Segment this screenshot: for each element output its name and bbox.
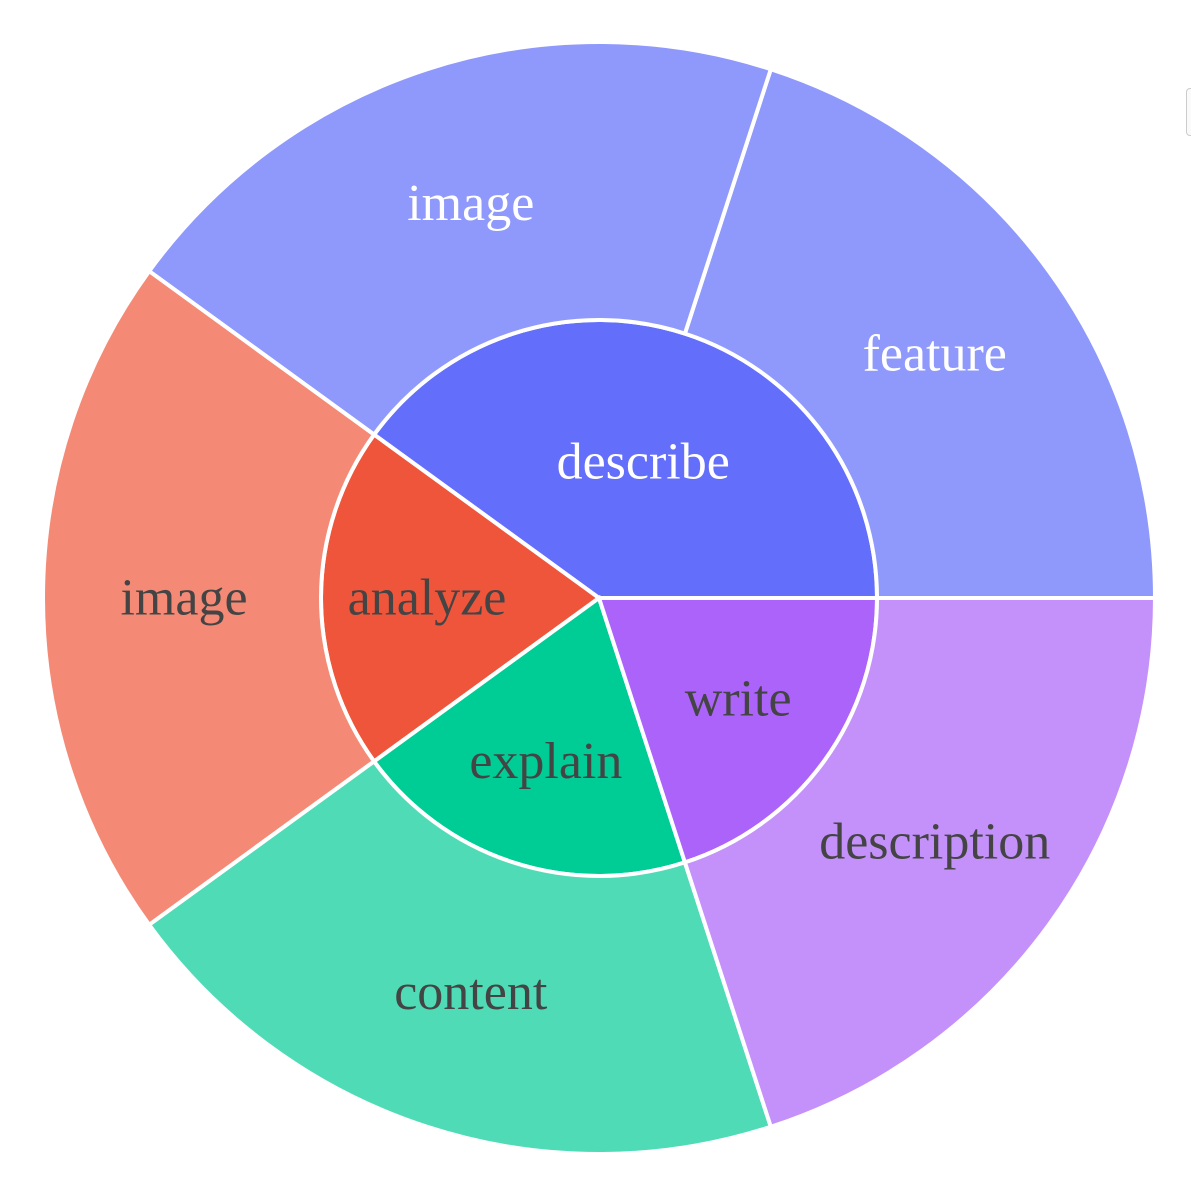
sector-label: explain: [469, 733, 622, 790]
sector-label: image: [407, 175, 534, 232]
sector-shape[interactable]: [682, 596, 1158, 1130]
sector-label: image: [120, 570, 247, 627]
sector-explain-content[interactable]: content: [146, 758, 774, 1157]
sector-analyze-image[interactable]: image: [41, 268, 377, 928]
sector-shape[interactable]: [41, 268, 377, 928]
sector-shape[interactable]: [146, 40, 774, 438]
sector-describe-feature[interactable]: feature: [682, 66, 1158, 600]
sector-label: describe: [557, 433, 730, 490]
sector-label: write: [685, 671, 792, 728]
sector-write-description[interactable]: description: [682, 596, 1158, 1130]
sector-label: analyze: [348, 570, 507, 627]
sector-shape[interactable]: [682, 66, 1158, 600]
sector-shape[interactable]: [146, 758, 774, 1157]
sector-describe-image[interactable]: image: [146, 40, 774, 438]
sector-label: content: [394, 964, 548, 1021]
sector-label: description: [819, 813, 1050, 870]
modebar-edge[interactable]: [1186, 88, 1191, 136]
sector-label: feature: [863, 326, 1007, 383]
